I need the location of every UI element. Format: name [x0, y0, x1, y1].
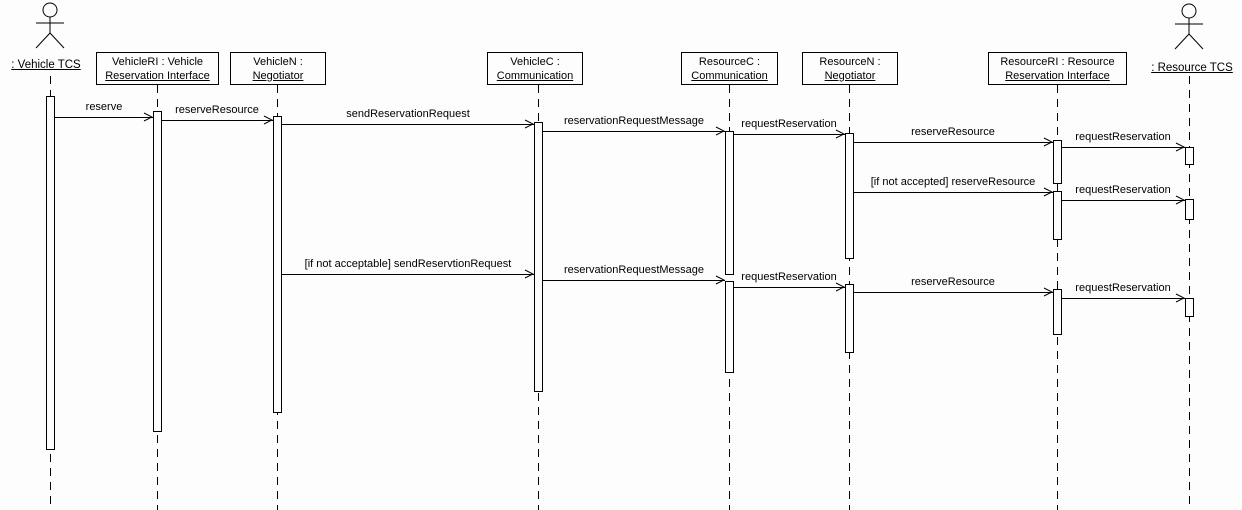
message-arrow: [734, 287, 845, 288]
object-name: ResourceRI : Resource: [1000, 55, 1115, 68]
message-label: reserve: [85, 101, 123, 113]
message-arrow: [854, 142, 1053, 143]
activation-bar-resource-ri-1: [1053, 140, 1062, 184]
arrowhead-icon: [715, 126, 725, 136]
object-name: Reservation Interface: [105, 69, 210, 82]
activation-bar-vehicle-c: [534, 122, 543, 392]
message-label: reservationRequestMessage: [563, 264, 705, 276]
object-name: Reservation Interface: [1005, 69, 1110, 82]
arrowhead-icon: [1175, 293, 1185, 303]
object-box-resource-n: ResourceN : Negotiator: [802, 52, 898, 85]
object-name: Communication: [691, 69, 768, 82]
object-name: VehicleRI : Vehicle: [111, 55, 204, 68]
message-label: requestReservation: [1075, 282, 1171, 294]
arrowhead-icon: [1043, 287, 1053, 297]
actor-resource-tcs-icon: [1174, 3, 1204, 50]
object-name: Communication: [496, 69, 574, 82]
message-label: requestReservation: [1075, 131, 1171, 143]
message-arrow: [282, 124, 534, 125]
message-arrow: [1062, 298, 1185, 299]
arrowhead-icon: [1043, 137, 1053, 147]
message-arrow: [282, 274, 534, 275]
object-name: ResourceC :: [698, 55, 761, 68]
activation-bar-resource-tcs-1: [1185, 147, 1194, 165]
object-name: ResourceN :: [819, 55, 881, 68]
message-arrow: [55, 117, 153, 118]
activation-bar-resource-tcs-3: [1185, 298, 1194, 317]
activation-bar-resource-ri-3: [1053, 289, 1062, 335]
message-arrow: [854, 192, 1053, 193]
object-box-vehicle-ri: VehicleRI : Vehicle Reservation Interfac…: [96, 52, 219, 85]
message-arrow: [543, 131, 725, 132]
arrowhead-icon: [835, 129, 845, 139]
message-label: requestReservation: [1075, 184, 1171, 196]
object-box-resource-ri: ResourceRI : Resource Reservation Interf…: [988, 52, 1127, 85]
arrowhead-icon: [1175, 195, 1185, 205]
activation-bar-resource-c-2: [725, 281, 734, 373]
object-box-resource-c: ResourceC : Communication: [681, 52, 778, 85]
arrowhead-icon: [715, 275, 725, 285]
actor-vehicle-tcs-icon: [35, 2, 65, 49]
message-arrow: [734, 134, 845, 135]
message-arrow: [1062, 200, 1185, 201]
message-label: reserveResource: [911, 276, 995, 288]
arrowhead-icon: [1175, 142, 1185, 152]
arrowhead-icon: [524, 269, 534, 279]
message-label: sendReservationRequest: [346, 108, 470, 120]
activation-bar-resource-c-1: [725, 131, 734, 275]
object-name: VehicleN :: [253, 55, 303, 68]
message-label: [if not accepted] reserveResource: [870, 176, 1036, 188]
object-name: Negotiator: [824, 69, 876, 82]
lifeline-resource-tcs: [1189, 76, 1190, 510]
actor-vehicle-tcs-label: : Vehicle TCS: [11, 59, 81, 71]
activation-bar-resource-n-2: [845, 284, 854, 353]
message-arrow: [543, 280, 725, 281]
message-label: [if not acceptable] sendReservtionReques…: [304, 258, 512, 270]
arrowhead-icon: [143, 112, 153, 122]
message-arrow: [854, 292, 1053, 293]
message-arrow: [162, 120, 273, 121]
activation-bar-vehicle-n: [273, 116, 282, 413]
object-box-vehicle-c: VehicleC : Communication: [487, 52, 583, 85]
arrowhead-icon: [835, 282, 845, 292]
arrowhead-icon: [1043, 187, 1053, 197]
message-label: requestReservation: [741, 271, 837, 283]
message-label: requestReservation: [741, 118, 837, 130]
message-label: reservationRequestMessage: [563, 115, 705, 127]
activation-bar-resource-n-1: [845, 133, 854, 259]
arrowhead-icon: [524, 119, 534, 129]
activation-bar-vehicle-tcs: [46, 96, 55, 450]
message-label: reserveResource: [911, 126, 995, 138]
activation-bar-resource-ri-2: [1053, 191, 1062, 240]
activation-bar-resource-tcs-2: [1185, 199, 1194, 220]
message-label: reserveResource: [175, 104, 259, 116]
object-name: VehicleC :: [510, 55, 560, 68]
actor-resource-tcs-label: : Resource TCS: [1151, 62, 1233, 74]
object-name: Negotiator: [252, 69, 304, 82]
message-arrow: [1062, 147, 1185, 148]
object-box-vehicle-n: VehicleN : Negotiator: [230, 52, 326, 85]
activation-bar-vehicle-ri: [153, 111, 162, 432]
arrowhead-icon: [263, 115, 273, 125]
